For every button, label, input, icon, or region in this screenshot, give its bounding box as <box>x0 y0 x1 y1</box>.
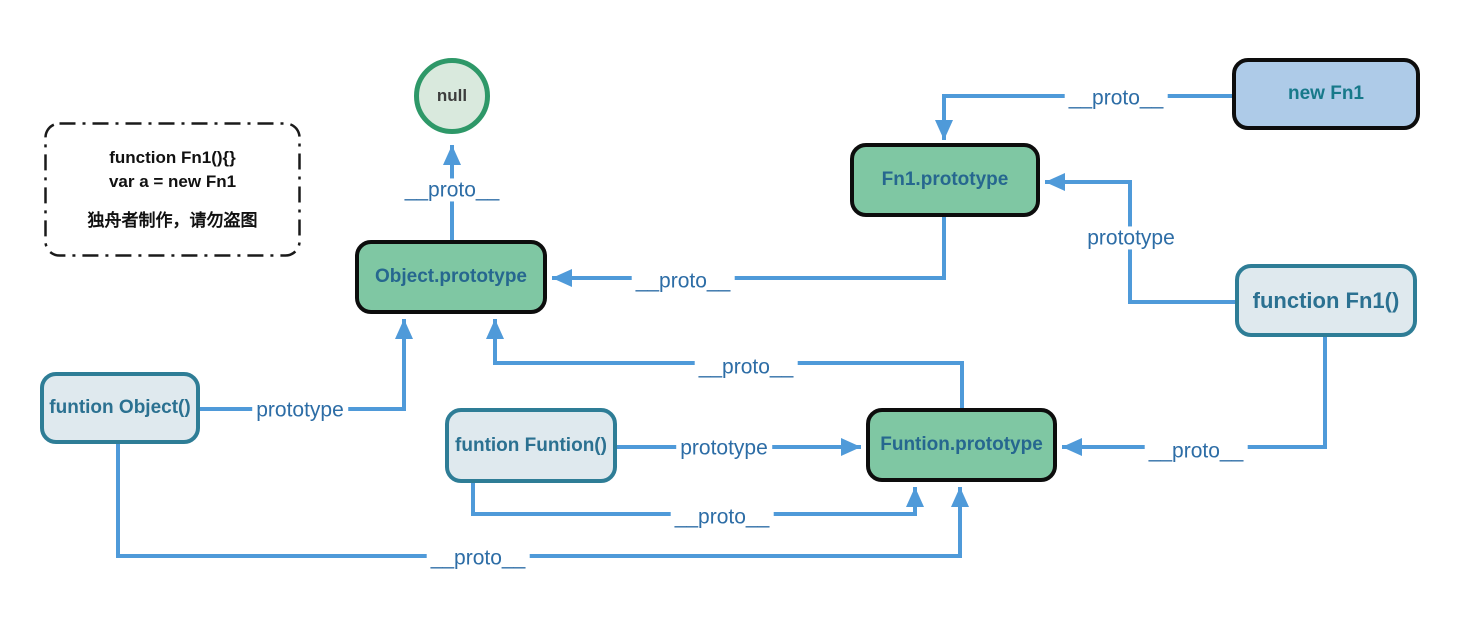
note-box-border <box>44 122 301 257</box>
node-funtion-object[interactable]: funtion Object() <box>40 372 200 444</box>
edge-funtion-object-to-funtion-prototype <box>116 443 969 558</box>
edge-label-funtion-funtion-to-funtion-prototype: __proto__ <box>670 505 774 529</box>
edge-label-funtion-prototype-to-object-prototype: __proto__ <box>694 355 798 379</box>
edge-label-object-prototype-to-null: __proto__ <box>400 178 504 202</box>
node-funtion-funtion[interactable]: funtion Funtion() <box>445 408 617 483</box>
node-null[interactable]: null <box>414 58 490 134</box>
edge-label-function-fn1-prototype-link: prototype <box>1083 226 1179 250</box>
edge-funtion-object-prototype-link <box>200 319 413 411</box>
edge-label-fn1-prototype-to-object-prototype: __proto__ <box>631 269 735 293</box>
node-fn1-prototype[interactable]: Fn1.prototype <box>850 143 1040 217</box>
edge-label-funtion-funtion-prototype-link: prototype <box>676 436 772 460</box>
node-function-fn1[interactable]: function Fn1() <box>1235 264 1417 337</box>
node-new-fn1[interactable]: new Fn1 <box>1232 58 1420 130</box>
note-box: function Fn1(){} var a = new Fn1 独舟者制作，请… <box>45 123 300 256</box>
note-line-3: 独舟者制作，请勿盗图 <box>87 210 258 230</box>
edge-label-function-fn1-to-funtion-prototype: __proto__ <box>1144 439 1248 463</box>
edge-function-fn1-to-funtion-prototype <box>1062 337 1327 456</box>
edge-label-funtion-object-prototype-link: prototype <box>252 398 348 422</box>
node-object-prototype[interactable]: Object.prototype <box>355 240 547 314</box>
edge-label-new-fn1-to-fn1-prototype: __proto__ <box>1064 86 1168 110</box>
note-line-2: var a = new Fn1 <box>108 172 237 192</box>
note-line-1: function Fn1(){} <box>109 147 236 167</box>
node-funtion-prototype[interactable]: Funtion.prototype <box>866 408 1057 482</box>
edge-fn1-prototype-to-object-prototype <box>552 217 946 287</box>
edge-label-funtion-object-to-funtion-prototype: __proto__ <box>426 546 530 570</box>
